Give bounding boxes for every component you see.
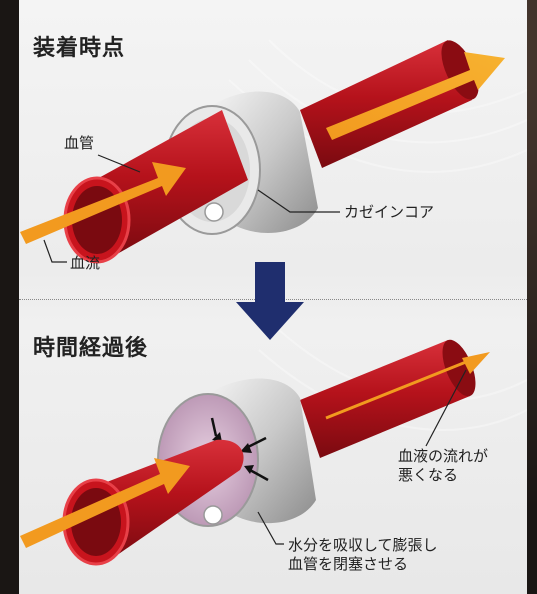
- blood-flow-arrow-bottom: [20, 352, 490, 548]
- label-casein-core: カゼインコア: [344, 203, 435, 221]
- label-blood-flow: 血流: [70, 254, 101, 272]
- leader-line-swelling: [257, 511, 284, 545]
- blood-flow-arrow-top: [20, 52, 505, 244]
- section-title-after: 時間経過後: [33, 336, 149, 361]
- vessel-right-bottom: [300, 339, 476, 458]
- label-blood-vessel: 血管: [64, 134, 95, 152]
- leader-line-casein: [257, 189, 340, 213]
- transition-arrow: [236, 262, 304, 340]
- section-title-before: 装着時点: [33, 36, 126, 61]
- label-flow-worse: 血液の流れが 悪くなる: [398, 447, 489, 484]
- leader-line-blood-flow: [43, 239, 67, 263]
- label-swelling: 水分を吸収して膨張し 血管を閉塞させる: [288, 536, 438, 573]
- leader-line-vessel: [97, 154, 141, 173]
- leader-line-flow-worse: [425, 369, 467, 447]
